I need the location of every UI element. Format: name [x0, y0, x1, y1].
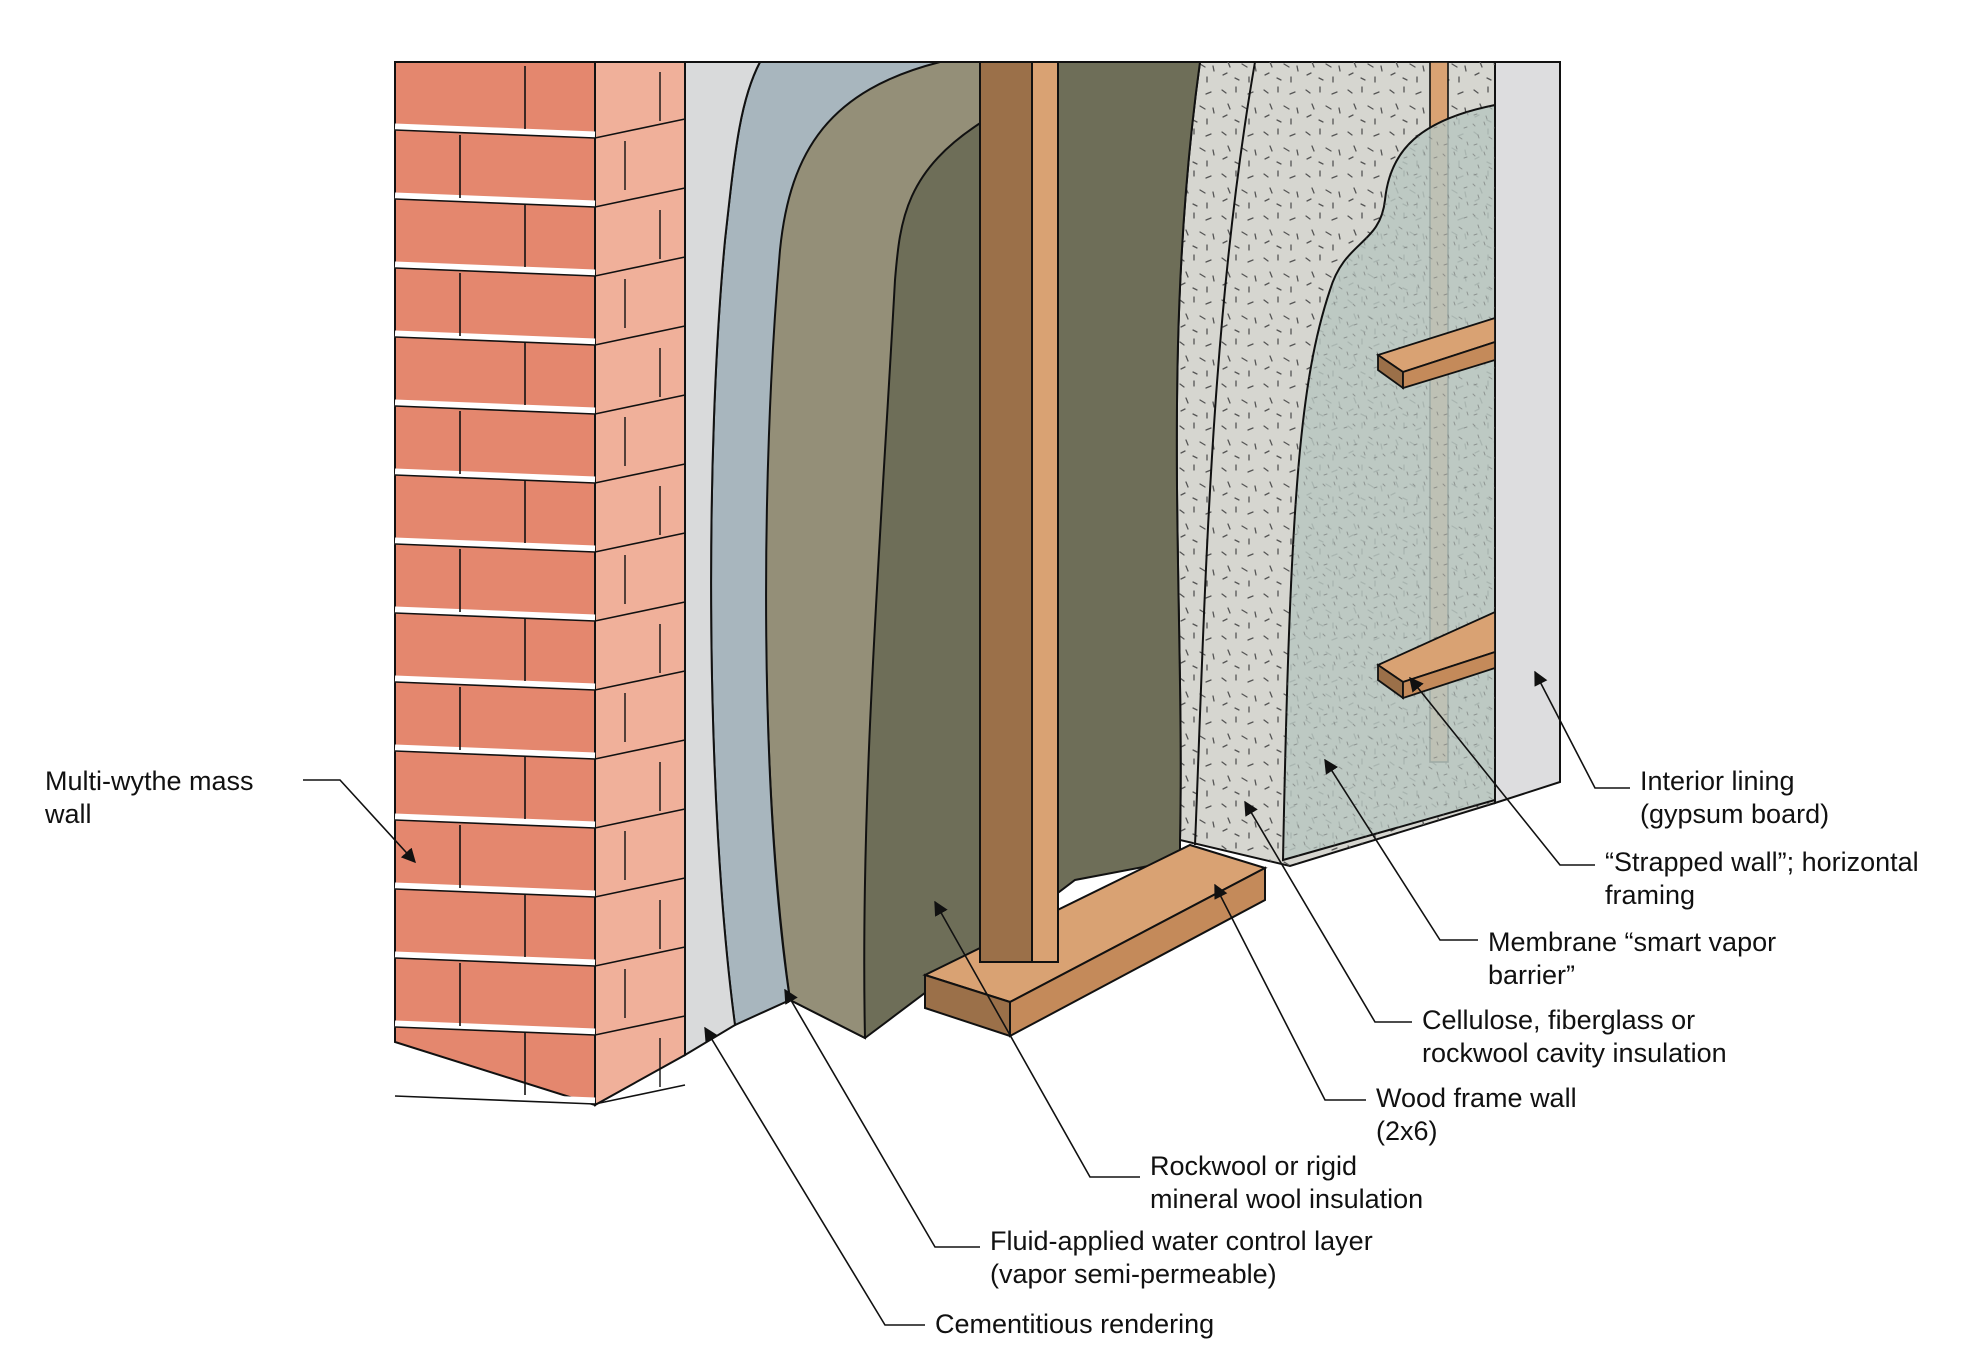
mortar-joint	[394, 606, 596, 622]
brick-course-edge	[394, 118, 686, 139]
brick-course-edge	[394, 808, 686, 829]
mortar-joint	[394, 1020, 596, 1036]
leader-rendering	[704, 1026, 925, 1326]
mortar-joint	[394, 192, 596, 208]
label-rendering: Cementitious rendering	[935, 1309, 1215, 1339]
label-mass-wall: Multi-wythe mass wall	[45, 766, 254, 829]
label-interior-lining: Interior lining (gypsum board)	[1640, 766, 1830, 829]
mortar-joint	[394, 882, 596, 898]
label-rockwool: Rockwool or rigid mineral wool insulatio…	[1150, 1151, 1424, 1214]
label-cavity-insulation: Cellulose, fiberglass or rockwool cavity…	[1422, 1005, 1727, 1068]
brick-courses	[394, 66, 686, 1105]
leader-membrane	[1324, 758, 1478, 941]
brick-course-edge	[394, 1084, 686, 1105]
leader-cavity-insulation	[1244, 800, 1412, 1023]
label-water-control: Fluid-applied water control layer (vapor…	[990, 1226, 1373, 1289]
gypsum-board-layer	[1494, 61, 1561, 805]
wood-frame	[922, 61, 1268, 1038]
leader-wood-frame	[1214, 883, 1366, 1101]
leader-mass-wall	[303, 779, 416, 864]
brick-course-edge	[394, 394, 686, 415]
rendering-layer	[678, 61, 762, 1057]
brick-course-edge	[394, 739, 686, 760]
brick-course-edge	[394, 187, 686, 208]
label-membrane: Membrane “smart vapor barrier”	[1488, 927, 1777, 990]
mortar-joint	[394, 744, 596, 760]
mortar-joint	[394, 399, 596, 415]
brick-course-edge	[394, 532, 686, 553]
brick-course-edge	[394, 325, 686, 346]
label-wood-frame: Wood frame wall (2x6)	[1376, 1083, 1577, 1146]
brick-course-edge	[394, 1015, 686, 1036]
mortar-joint	[394, 123, 596, 139]
mortar-joint	[394, 951, 596, 967]
mortar-joint	[394, 261, 596, 277]
horizontal-strapping	[1375, 316, 1496, 700]
mortar-joint	[394, 813, 596, 829]
mortar-joint	[394, 675, 596, 691]
brick-course-edge	[394, 256, 686, 277]
mortar-joint	[394, 1089, 596, 1105]
brick-wall	[394, 61, 686, 1107]
brick-course-edge	[394, 670, 686, 691]
brick-course-edge	[394, 601, 686, 622]
mortar-joint	[394, 537, 596, 553]
label-strapped-wall: “Strapped wall”; horizontal framing	[1605, 847, 1919, 910]
mortar-joint	[394, 468, 596, 484]
brick-course-edge	[394, 946, 686, 967]
leader-rockwool	[934, 900, 1140, 1178]
brick-course-edge	[394, 877, 686, 898]
leader-strapped-wall	[1409, 676, 1595, 866]
mortar-joint	[394, 330, 596, 346]
leader-interior-lining	[1534, 670, 1630, 789]
brick-course-edge	[394, 463, 686, 484]
leader-lines	[303, 670, 1630, 1326]
leader-water-control	[784, 988, 980, 1248]
